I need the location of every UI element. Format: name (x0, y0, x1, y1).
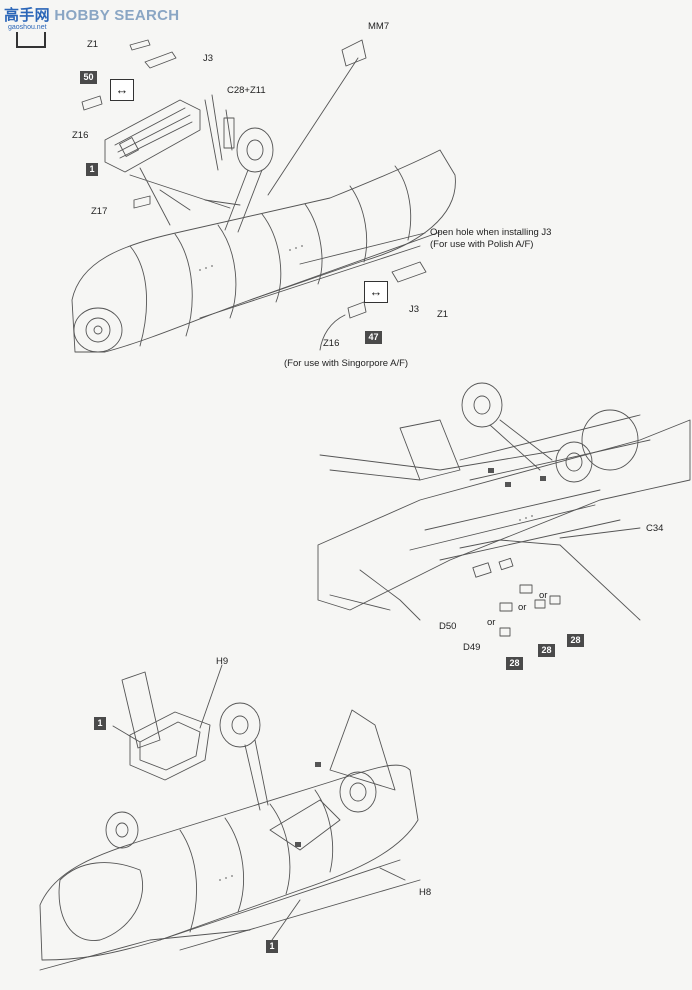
watermark: 高手网 HOBBY SEARCH (4, 4, 179, 25)
part-badge-50: 50 (80, 71, 97, 84)
label-j3-top: J3 (203, 53, 214, 64)
label-z17: Z17 (91, 206, 108, 217)
part-badge-47: 47 (365, 331, 382, 344)
label-z1-top: Z1 (87, 39, 99, 50)
label-or-3: or (487, 617, 496, 628)
label-z1-right: Z1 (437, 309, 449, 320)
label-d50: D50 (439, 621, 457, 632)
label-h9: H9 (216, 656, 229, 667)
label-or-1: or (539, 590, 548, 601)
label-h8: H8 (419, 887, 432, 898)
note-polish-line1: Open hole when installing J3 (430, 227, 552, 238)
label-z16-bottom: Z16 (323, 338, 340, 349)
fuselage-bottom-outline (39, 764, 419, 961)
part-badge-28-a: 28 (506, 657, 523, 670)
watermark-brand: HOBBY SEARCH (54, 7, 180, 24)
flip-arrows-icon: ↔ (110, 79, 134, 101)
note-singapore: (For use with Singorpore A/F) (284, 358, 409, 369)
flip-arrows-icon: ↔ (364, 281, 388, 303)
label-mm7: MM7 (368, 21, 390, 32)
label-z16-top: Z16 (72, 130, 89, 141)
gear-door-part (104, 99, 201, 173)
part-badge-28-b: 28 (538, 644, 555, 657)
fuselage-top-outline (71, 149, 456, 353)
label-d49: D49 (463, 642, 481, 653)
watermark-site: gaoshou.net (8, 24, 47, 31)
label-or-2: or (518, 602, 527, 613)
part-badge-1-bottom: 1 (266, 940, 278, 953)
part-badge-28-c: 28 (567, 634, 584, 647)
fuselage-mid-outline (317, 419, 691, 611)
part-badge-1-mid: 1 (94, 717, 106, 730)
label-j3-right: J3 (409, 304, 420, 315)
watermark-logo: 高手网 (4, 7, 50, 24)
corner-frame (16, 32, 46, 48)
label-c34: C34 (646, 523, 664, 534)
note-polish-line2: (For use with Polish A/F) (430, 239, 534, 250)
label-c28-z11: C28+Z11 (227, 85, 266, 96)
canopy-frame-part (129, 711, 211, 781)
part-badge-1-top: 1 (86, 163, 98, 176)
